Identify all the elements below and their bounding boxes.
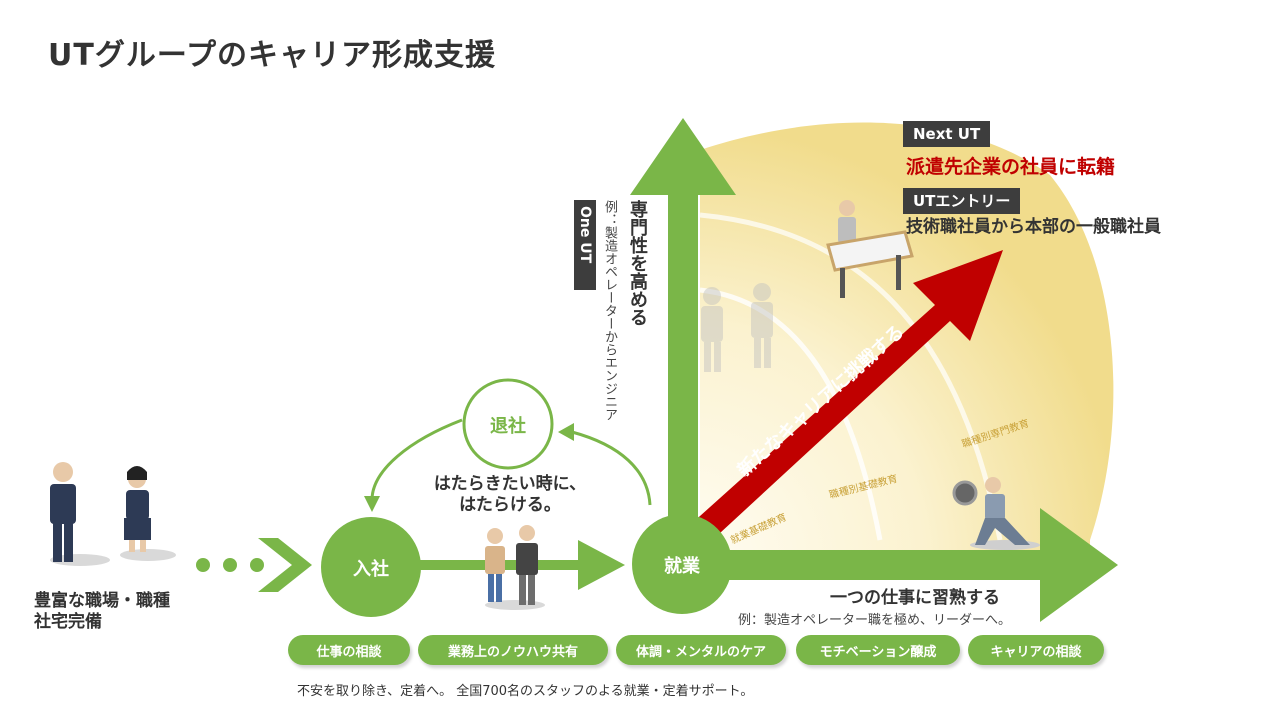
chevron-1 xyxy=(258,538,312,592)
dot-1 xyxy=(196,558,210,572)
next-ut-text: 派遣先企業の社員に転籍 xyxy=(906,156,1116,178)
next-ut-tag: Next UT xyxy=(903,121,991,147)
chevron-2 xyxy=(578,540,625,590)
ut-entry-tag: UTエントリー xyxy=(903,188,1021,214)
workplace-label-line1: 豊富な職場・職種 xyxy=(34,591,170,611)
join-node-label: 入社 xyxy=(353,559,389,580)
one-ut-tag: One UT xyxy=(574,200,596,290)
kneeling-worker-figure xyxy=(952,477,1040,550)
flow-line xyxy=(196,538,625,592)
cycle-caption-line2: はたらける。 xyxy=(459,495,561,515)
cycle-arc-right xyxy=(571,430,652,506)
businesswoman-figure xyxy=(120,466,176,561)
support-pill-knowhow: 業務上のノウハウ共有 xyxy=(418,635,608,665)
workplace-label: 豊富な職場・職種 社宅完備 xyxy=(34,591,170,633)
cycle-caption: はたらきたい時に、 はたらける。 xyxy=(410,474,610,516)
cleanroom-workers-figure xyxy=(701,283,773,372)
vertical-axis-label: 専門性を高める xyxy=(627,200,648,326)
cycle-arc-left xyxy=(370,418,463,501)
cycle-caption-line1: はたらきたい時に、 xyxy=(433,474,587,494)
challenge-arrow xyxy=(690,250,1003,545)
ut-entry-text: 技術職社員から本部の一般職社員 xyxy=(906,217,1161,237)
support-pill-health-care: 体調・メンタルのケア xyxy=(616,635,786,665)
support-pill-motivation: モチベーション醸成 xyxy=(796,635,960,665)
cycle-arrowhead-right xyxy=(558,423,574,441)
support-pill-work-consult: 仕事の相談 xyxy=(288,635,410,665)
vertical-axis-example: 例：製造オペレーターからエンジニア xyxy=(602,200,617,421)
horizontal-axis-example: 例：製造オペレーター職を極め、リーダーへ。 xyxy=(738,613,1012,628)
horizontal-axis-label: 一つの仕事に習熟する xyxy=(830,588,1000,608)
retire-node-label: 退社 xyxy=(490,416,526,437)
cycle-arrowhead-left xyxy=(364,496,380,512)
join-node xyxy=(321,517,421,617)
consulting-people-figure xyxy=(485,525,545,610)
horizontal-axis-arrow xyxy=(700,508,1118,622)
bottom-note: 不安を取り除き、定着へ。 全国700名のスタッフのよる就業・定着サポート。 xyxy=(297,684,754,699)
dot-3 xyxy=(250,558,264,572)
employment-node xyxy=(632,514,732,614)
engineer-drafting-figure xyxy=(826,200,914,298)
support-pill-career-consult: キャリアの相談 xyxy=(968,635,1104,665)
band-divider-2 xyxy=(699,212,1003,541)
workplace-label-line2: 社宅完備 xyxy=(34,612,102,632)
band-divider-1 xyxy=(699,287,883,541)
retire-node xyxy=(462,378,554,470)
employment-node-label: 就業 xyxy=(664,556,700,577)
businessman-figure xyxy=(50,462,110,566)
dot-2 xyxy=(223,558,237,572)
page-title: UTグループのキャリア形成支援 xyxy=(48,38,497,73)
vertical-axis-arrow xyxy=(630,118,736,545)
